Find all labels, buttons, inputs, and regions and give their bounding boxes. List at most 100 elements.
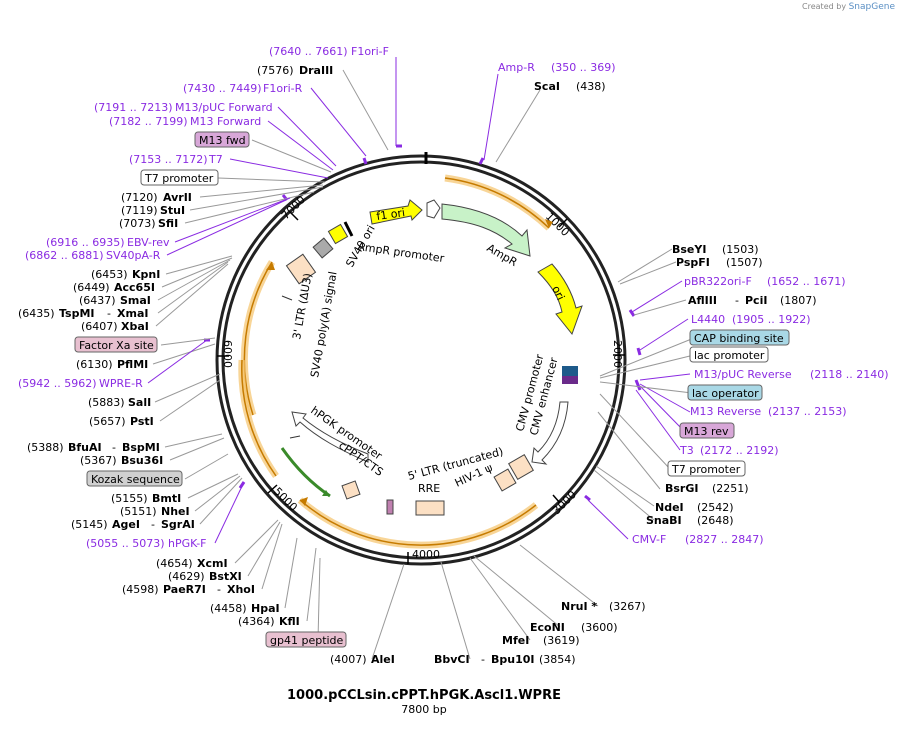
- m13fwd-box-label: M13 fwd: [199, 134, 246, 147]
- psti-pos: (5657): [89, 415, 126, 428]
- hpai-name: HpaI: [251, 602, 280, 615]
- ndei-pos: (2542): [697, 501, 734, 514]
- f1-ori-feature: [369, 199, 423, 225]
- snabi-name: SnaBI: [646, 514, 682, 527]
- small-mark-2: [289, 435, 301, 439]
- bfuai-dash: -: [112, 441, 116, 454]
- backbone-outer: [215, 154, 627, 566]
- snapgene-credit: Created by SnapGene: [802, 2, 895, 12]
- ori-feature: [537, 263, 583, 336]
- smai-name: SmaI: [120, 294, 151, 307]
- bbvci-dash: -: [481, 653, 485, 666]
- psti-name: PstI: [130, 415, 154, 428]
- bpu10i-pos: (3854): [539, 653, 576, 666]
- ltr3-feature: [285, 253, 317, 285]
- backbone-inner: [221, 160, 621, 560]
- afliii-dash: -: [735, 294, 739, 307]
- econi-name: EcoNI: [530, 621, 565, 634]
- arc-left-lower-line: [241, 359, 277, 477]
- draiii-name: DraIII: [299, 64, 333, 77]
- plasmid-title: 1000.pCCLsin.cPPT.hPGK.Ascl1.WPRE: [287, 688, 561, 703]
- t7promoter-box: [140, 169, 219, 186]
- t7promoter-box-label: T7 promoter: [144, 172, 214, 185]
- credit-brand: SnapGene: [848, 2, 895, 12]
- ori-label: ori: [549, 284, 567, 302]
- arc-arrowhead-1: [545, 219, 553, 228]
- cap-box: [689, 329, 790, 346]
- nhei-pos: (5151): [120, 505, 157, 518]
- sali-pos: (5883): [88, 396, 125, 409]
- cmv-f-name: CMV-F: [632, 533, 666, 546]
- tspmi-name: TspMI: [59, 307, 95, 320]
- m13puc-fwd-name: M13/pUC Forward: [175, 101, 273, 114]
- arc-left-upper-line: [243, 261, 273, 416]
- gray-feature: [312, 237, 334, 259]
- acc65i-pos: (6449): [73, 281, 110, 294]
- wpre-r-range: (5942 .. 5962): [18, 377, 97, 390]
- agei-dash: -: [151, 518, 155, 531]
- nrui-name: NruI *: [561, 600, 597, 613]
- avrii-pos: (7120): [121, 191, 158, 204]
- primer-mark-6: [584, 494, 591, 502]
- m13puc-rev-range: (2118 .. 2140): [810, 368, 889, 381]
- scai-name: ScaI: [534, 80, 560, 93]
- ampr-promoter-label: AmpR promoter: [357, 240, 446, 265]
- kfli-pos: (4364): [238, 615, 275, 628]
- factorxa-box: [74, 336, 158, 353]
- m13-rev-range: (2137 .. 2153): [768, 405, 847, 418]
- t7promoter2-box-label: T7 promoter: [671, 463, 741, 476]
- primer-mark-10: [362, 157, 368, 165]
- xhoi-name: XhoI: [227, 583, 255, 596]
- hiv-psi-box: [493, 468, 517, 492]
- agei-name: AgeI: [112, 518, 140, 531]
- m13rev-box: [679, 422, 735, 439]
- tick-7000: [289, 211, 299, 221]
- ampr-primer-name: Amp-R: [498, 61, 535, 74]
- f1-ori-label: f1 ori: [376, 206, 406, 223]
- pbr322-name: pBR322ori-F: [684, 275, 752, 288]
- paer7i-dash: -: [217, 583, 221, 596]
- primer-mark-4: [636, 347, 642, 356]
- sfii-name: SfiI: [158, 217, 178, 230]
- ampr-promoter-feature: [426, 199, 441, 219]
- lacpromoter-box-label: lac promoter: [694, 349, 765, 362]
- arc-arrowhead-2: [266, 262, 275, 270]
- acc65i-name: Acc65I: [114, 281, 155, 294]
- agei-pos: (5145): [71, 518, 108, 531]
- m13rev-box-label: M13 rev: [684, 425, 729, 438]
- cmv-enhancer-feature: [531, 401, 569, 465]
- leader-lines: [147, 57, 695, 660]
- rre-label: RRE: [418, 482, 440, 495]
- bspmi-name: BspMI: [122, 441, 160, 454]
- t3-range: (2172 .. 2192): [700, 444, 779, 457]
- econi-pos: (3600): [581, 621, 618, 634]
- pbr322-range: (1652 .. 1671): [767, 275, 846, 288]
- arc-bottom-line: [299, 499, 537, 546]
- bfuai-name: BfuAI: [68, 441, 102, 454]
- scai-pos: (438): [576, 80, 606, 93]
- paer7i-pos: (4598): [122, 583, 159, 596]
- kozak-box: [86, 470, 183, 487]
- tick-label-6000: 6000: [221, 340, 234, 368]
- tick-label-2000: 2000: [611, 340, 624, 368]
- t7promoter2-box: [667, 460, 746, 477]
- gp41-marker: [386, 499, 394, 515]
- lacpromoter-box: [689, 346, 769, 363]
- green-arrowhead: [322, 490, 330, 496]
- feature-arcs: [238, 174, 553, 549]
- lac-cluster-2: [562, 376, 578, 384]
- avrii-name: AvrII: [163, 191, 192, 204]
- ltr5-box: [508, 454, 534, 480]
- mfei-name: MfeI: [502, 634, 529, 647]
- snabi-pos: (2648): [697, 514, 734, 527]
- ebv-rev-range: (6916 .. 6935): [46, 236, 125, 249]
- t7-name: T7: [208, 153, 223, 166]
- f1ori-r-range: (7430 .. 7449): [183, 82, 262, 95]
- sv40pa-r-range: (6862 .. 6881): [25, 249, 104, 262]
- ndei-name: NdeI: [655, 501, 684, 514]
- factorxa-box-label: Factor Xa site: [79, 339, 154, 352]
- kpni-pos: (6453): [91, 268, 128, 281]
- lacoperator-box-label: lac operator: [692, 387, 759, 400]
- gp41-box-label: gp41 peptide: [270, 634, 344, 647]
- f1ori-f-name: F1ori-F: [351, 45, 389, 58]
